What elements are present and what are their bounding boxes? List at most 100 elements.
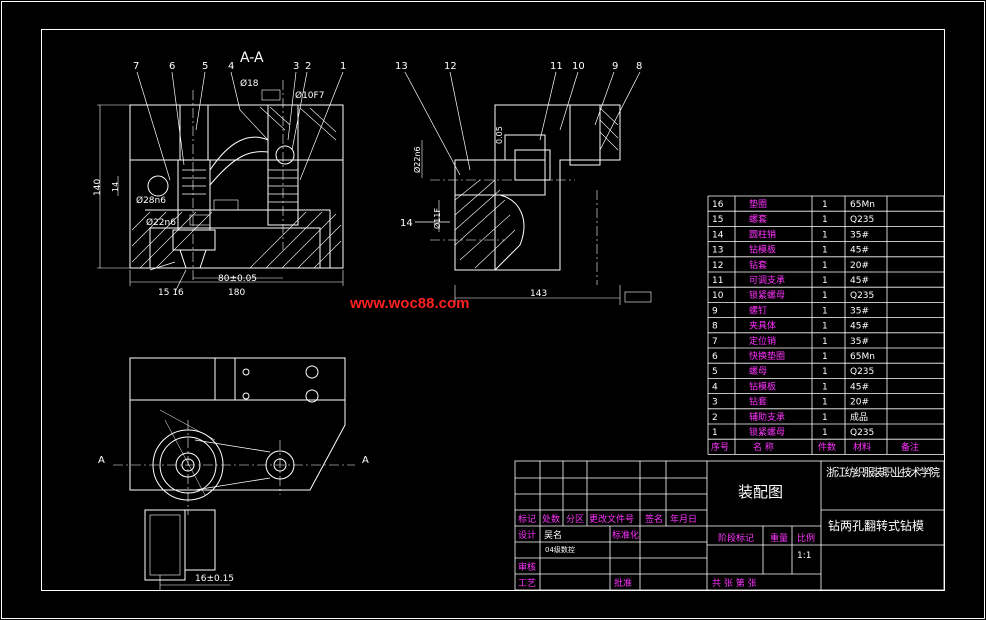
process-label: 工艺 xyxy=(518,578,536,589)
parts-row-name: 螺母 xyxy=(749,366,767,377)
parts-row-name: 定位销 xyxy=(749,335,776,347)
row-label-2: 分区 xyxy=(566,514,584,525)
parts-row-name: 可调支承 xyxy=(749,274,785,286)
parts-row-material: 45# xyxy=(850,276,869,286)
scale-label: 比例 xyxy=(797,532,815,544)
parts-row-material: 成品 xyxy=(850,411,868,423)
design-label: 设计 xyxy=(518,529,536,541)
height-dim: 140 xyxy=(93,179,103,196)
parts-row-no: 5 xyxy=(712,367,718,377)
student-id: 04级数控 xyxy=(545,545,575,554)
parts-row-name: 钻模板 xyxy=(749,244,776,256)
parts-row-name: 钻套 xyxy=(749,259,767,271)
parts-row-qty: 1 xyxy=(822,337,828,347)
parts-row-qty: 1 xyxy=(822,398,828,408)
parts-row-material: 65Mn xyxy=(850,352,875,362)
parts-row-no: 1 xyxy=(712,428,718,438)
section-title: A-A xyxy=(240,50,264,66)
parts-row-material: Q235 xyxy=(850,428,874,438)
side-view xyxy=(404,71,652,305)
parts-row-material: 45# xyxy=(850,246,869,256)
parts-row-no: 8 xyxy=(712,322,718,332)
parts-row-qty: 1 xyxy=(822,230,828,240)
parts-row-qty: 1 xyxy=(822,382,828,392)
drawing-name: 装配图 xyxy=(738,483,783,501)
view1-labels: 7 6 5 4 3 2 1 Ø18 Ø10F7 140 14 Ø28n6 Ø22… xyxy=(93,61,346,298)
standardize-label: 标准化 xyxy=(612,529,639,541)
top-view-dim: 16±0.15 xyxy=(195,574,234,584)
title-block-text: 装配图 浙江纺织服装职业技术学院 钻两孔翻转式钻模 标记 处数 分区 更改文件号… xyxy=(518,465,940,589)
parts-row-qty: 1 xyxy=(822,322,828,332)
parts-row-material: 45# xyxy=(850,322,869,332)
top-view xyxy=(113,357,355,590)
view2-labels: 13 12 11 10 9 8 14 0.05 Ø22n6 Ø11F 143 xyxy=(395,61,642,299)
stage-mark-label: 阶段标记 xyxy=(718,532,754,544)
view3-labels: A A 16±0.15 xyxy=(98,455,369,584)
parts-row-name: 螺钉 xyxy=(749,305,767,316)
callout-2: 2 xyxy=(305,61,311,72)
parts-row-material: 35# xyxy=(850,230,869,240)
section-mark-right: A xyxy=(362,455,369,466)
parts-row-name: 锁紧螺母 xyxy=(749,426,785,438)
parts-row-name: 圆柱销 xyxy=(749,228,776,240)
parts-row-no: 11 xyxy=(712,276,723,286)
callout-14: 14 xyxy=(400,218,413,229)
parts-row-qty: 1 xyxy=(822,261,828,271)
callout-1: 1 xyxy=(340,61,346,72)
parts-row-material: 20# xyxy=(850,261,869,271)
parts-row-qty: 1 xyxy=(822,291,828,301)
parts-row-material: Q235 xyxy=(850,367,874,377)
parts-row-material: 65Mn xyxy=(850,200,875,210)
callout-7: 7 xyxy=(133,61,139,72)
width-dim: 180 xyxy=(228,288,245,298)
side-width-dim: 143 xyxy=(530,289,547,299)
parts-row-material: Q235 xyxy=(850,291,874,301)
parts-row-qty: 1 xyxy=(822,276,828,286)
parts-row-qty: 1 xyxy=(822,428,828,438)
dia-left-dim: Ø28n6 xyxy=(136,195,166,206)
center-dim: 80±0.05 xyxy=(218,274,257,284)
parts-row-material: 20# xyxy=(850,398,869,408)
parts-row-no: 7 xyxy=(712,337,718,347)
parts-row-name: 钻模板 xyxy=(749,380,776,392)
parts-row-name: 钻套 xyxy=(749,396,767,408)
parts-row-no: 13 xyxy=(712,246,723,256)
title-block xyxy=(514,460,945,591)
callout-8: 8 xyxy=(636,61,642,72)
parts-row-qty: 1 xyxy=(822,352,828,362)
parts-header-note: 备注 xyxy=(901,441,919,453)
parts-row-no: 3 xyxy=(712,398,718,408)
bore-right-dim: Ø10F7 xyxy=(295,90,324,101)
side-dia2-dim: Ø11F xyxy=(432,208,442,229)
parts-row-material: 35# xyxy=(850,306,869,316)
callout-10: 10 xyxy=(572,61,585,72)
dia-low-dim: Ø22n6 xyxy=(146,217,176,228)
designer: 吴名 xyxy=(544,529,562,541)
parts-row-name: 垫圈 xyxy=(749,198,767,210)
callout-13: 13 xyxy=(395,61,408,72)
side-dia-dim: Ø22n6 xyxy=(412,146,422,173)
callout-3: 3 xyxy=(293,61,299,72)
section-mark-left: A xyxy=(98,455,105,466)
row-label-0: 标记 xyxy=(518,513,536,525)
parts-row-name: 辅助支承 xyxy=(749,411,785,423)
scale-value: 1:1 xyxy=(797,551,811,561)
row-label-3: 更改文件号 xyxy=(589,513,634,525)
parts-header-name: 名 称 xyxy=(753,441,774,453)
parts-header-material: 材料 xyxy=(853,441,871,453)
parts-row-no: 12 xyxy=(712,261,723,271)
row-label-5: 年月日 xyxy=(670,513,697,525)
parts-row-no: 9 xyxy=(712,306,718,316)
parts-header-no: 序号 xyxy=(711,441,729,453)
parts-row-name: 快换垫圈 xyxy=(749,350,785,362)
parts-row-qty: 1 xyxy=(822,413,828,423)
row-label-1: 处数 xyxy=(542,513,560,525)
tol-top-dim: 0.05 xyxy=(495,126,504,144)
parts-header-qty: 件数 xyxy=(818,441,836,453)
parts-row-no: 14 xyxy=(712,230,724,240)
weight-label: 重量 xyxy=(770,532,788,544)
parts-row-name: 锁紧螺母 xyxy=(749,289,785,301)
bore-top-dim: Ø18 xyxy=(240,78,259,89)
